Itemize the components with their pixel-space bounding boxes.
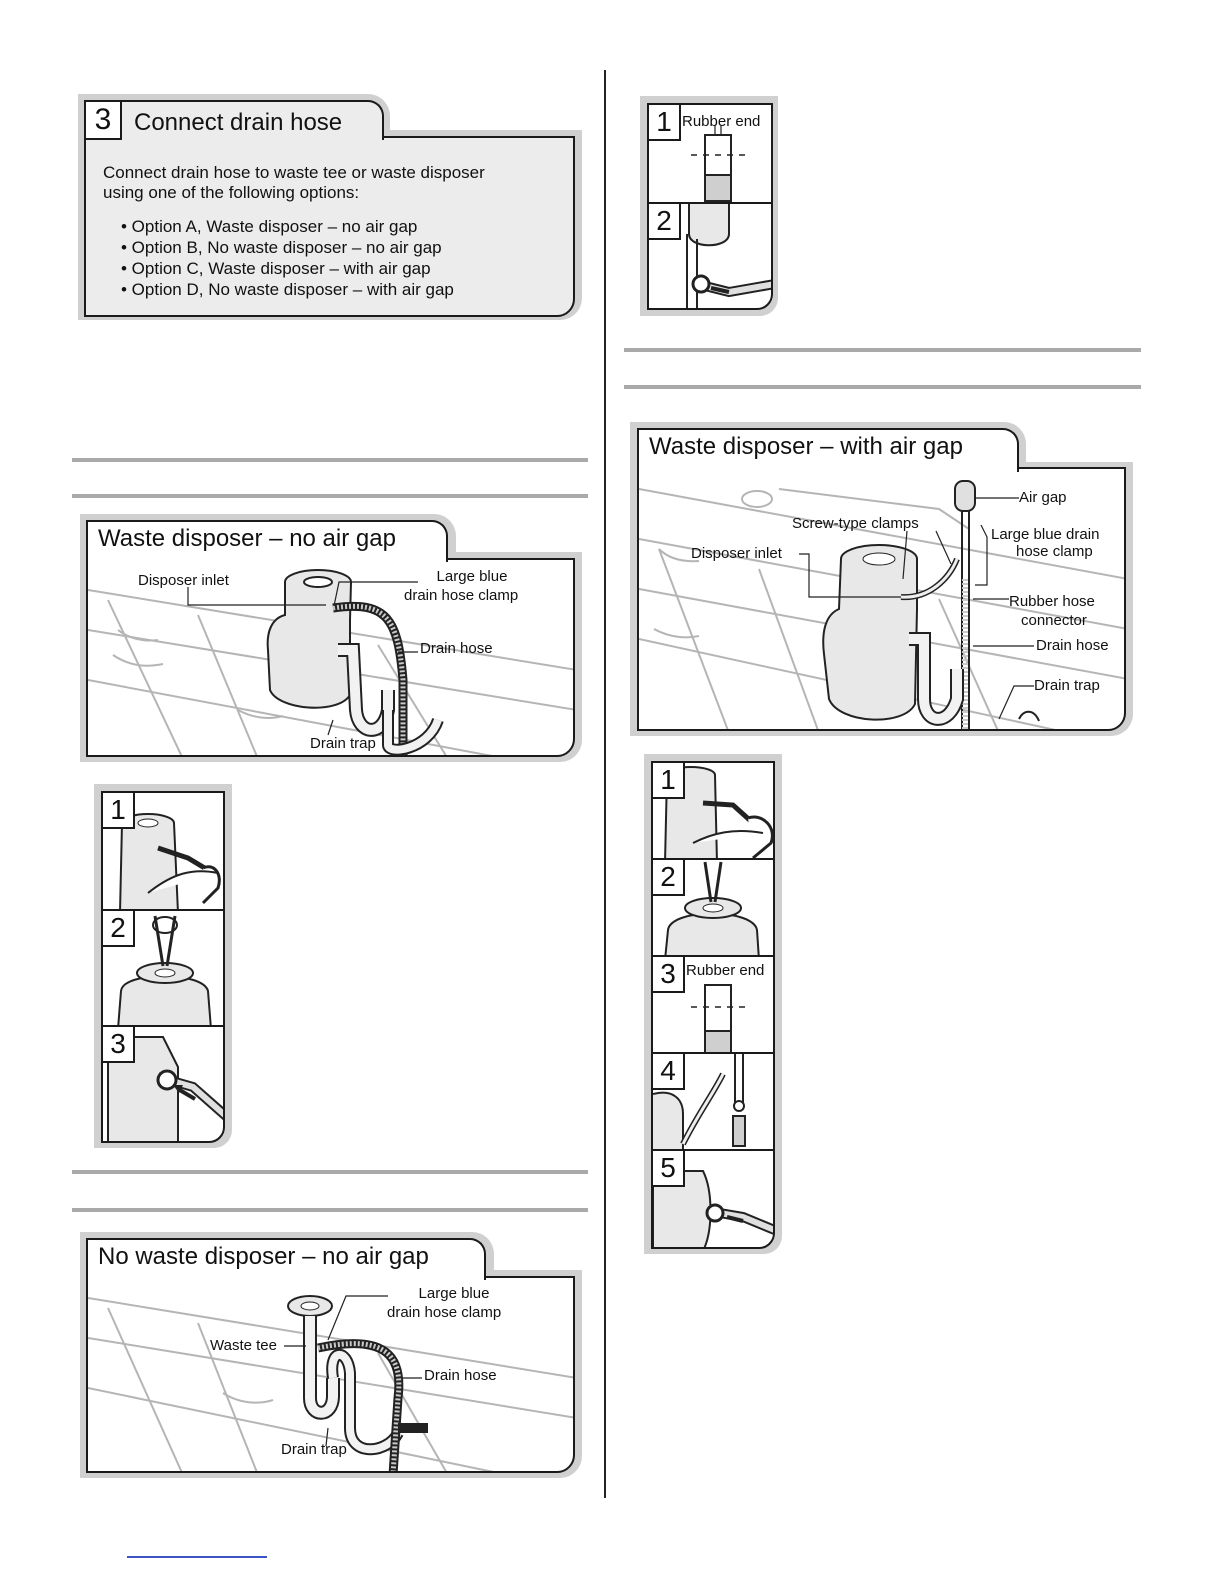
- step-c-3-frame: 3 Rubber end: [651, 955, 775, 1055]
- tee-clamp-drawing: [686, 204, 771, 308]
- step-number: 3: [653, 957, 685, 993]
- column-divider: [604, 70, 606, 1498]
- callout-disposer-inlet: Disposer inlet: [138, 572, 229, 589]
- clamp-hose-drawing: [653, 1170, 773, 1247]
- step-number: 3: [103, 1027, 135, 1063]
- callout-connector-line2: connector: [1021, 612, 1087, 629]
- callout-drain-trap: Drain trap: [310, 735, 376, 752]
- step-a-3-frame: 3: [101, 1025, 225, 1143]
- panel-c-title: Waste disposer – with air gap: [649, 433, 963, 460]
- step-number: 2: [103, 911, 135, 947]
- intro-line-2: using one of the following options:: [103, 183, 360, 202]
- callout-clamp-line1: Large blue: [418, 1285, 490, 1302]
- step-a-2-frame: 2: [101, 909, 225, 1027]
- callout-clamp-line2: hose clamp: [1016, 543, 1093, 560]
- step-a-1-frame: 1: [101, 791, 225, 911]
- panel-a-tab: Waste disposer – no air gap: [86, 520, 448, 562]
- callout-waste-tee: Waste tee: [210, 1337, 277, 1354]
- panel-c-tab: Waste disposer – with air gap: [637, 428, 1019, 472]
- step-number: 3: [84, 100, 122, 140]
- callout-drain-trap: Drain trap: [1034, 677, 1100, 694]
- air-gap-connector-drawing: [653, 1054, 746, 1150]
- rubber-end-label: Rubber end: [682, 113, 761, 130]
- panel-a-title: Waste disposer – no air gap: [98, 525, 396, 552]
- callout-clamp-line1: Large blue drain: [991, 526, 1100, 543]
- step-number: 2: [649, 204, 681, 240]
- wrench-disposer-drawing: [119, 813, 221, 909]
- rubber-end-label: Rubber end: [686, 962, 765, 979]
- pliers-disposer-drawing: [664, 861, 760, 956]
- footer-link-underline[interactable]: [127, 1556, 267, 1558]
- step-c-2-frame: 2: [651, 858, 775, 958]
- divider-rule: [72, 1208, 588, 1212]
- panel-b-tab: No waste disposer – no air gap: [86, 1238, 486, 1280]
- disposer-with-airgap-drawing: [639, 480, 1124, 729]
- step-c-5-frame: 5: [651, 1149, 775, 1249]
- divider-rule: [624, 348, 1141, 352]
- step-number: 1: [649, 105, 681, 141]
- option-b: • Option B, No waste disposer – no air g…: [121, 238, 442, 257]
- callout-clamp-line2: drain hose clamp: [387, 1304, 502, 1321]
- callout-screw-clamps: Screw-type clamps: [792, 515, 919, 532]
- callout-disposer-inlet: Disposer inlet: [691, 545, 782, 562]
- callout-drain-hose: Drain hose: [424, 1367, 497, 1384]
- option-a: • Option A, Waste disposer – no air gap: [121, 217, 418, 236]
- step-c-1-frame: 1: [651, 761, 775, 861]
- callout-connector-line1: Rubber hose: [1009, 593, 1095, 610]
- disposer-no-airgap-drawing: [88, 569, 573, 755]
- divider-rule: [72, 458, 588, 462]
- rubber-end-drawing: [691, 984, 745, 1053]
- no-disposer-no-airgap-drawing: [88, 1295, 573, 1471]
- step-number: 2: [653, 860, 685, 896]
- step3-tab: Connect drain hose: [84, 100, 384, 140]
- panel-c-illustration: Air gap Screw-type clamps Large blue dra…: [637, 467, 1126, 731]
- clamp-hose-drawing: [107, 1036, 223, 1141]
- intro-box: Connect drain hose to waste tee or waste…: [84, 136, 575, 317]
- option-c: • Option C, Waste disposer – with air ga…: [121, 259, 431, 278]
- divider-rule: [624, 385, 1141, 389]
- callout-drain-hose: Drain hose: [420, 640, 493, 657]
- pliers-disposer-drawing: [117, 915, 212, 1025]
- step-number: 5: [653, 1151, 685, 1187]
- callout-air-gap: Air gap: [1019, 489, 1067, 506]
- step-number: 1: [653, 763, 685, 799]
- step-top-1-frame: 1 Rubber end: [647, 103, 773, 205]
- intro-line-1: Connect drain hose to waste tee or waste…: [103, 163, 485, 182]
- callout-drain-hose: Drain hose: [1036, 637, 1109, 654]
- step-number: 1: [103, 793, 135, 829]
- divider-rule: [72, 1170, 588, 1174]
- divider-rule: [72, 494, 588, 498]
- panel-b-illustration: Large blue drain hose clamp Waste tee Dr…: [86, 1276, 575, 1473]
- step-number: 4: [653, 1054, 685, 1090]
- panel-b-title: No waste disposer – no air gap: [98, 1243, 429, 1270]
- rubber-end-drawing: [691, 125, 745, 202]
- step-c-4-frame: 4: [651, 1052, 775, 1152]
- callout-clamp-line1: Large blue: [436, 568, 508, 585]
- callout-drain-trap: Drain trap: [281, 1441, 347, 1458]
- callout-clamp-line2: drain hose clamp: [404, 587, 519, 604]
- step-top-2-frame: 2: [647, 202, 773, 310]
- step3-title: Connect drain hose: [134, 109, 343, 136]
- option-d: • Option D, No waste disposer – with air…: [121, 280, 454, 299]
- panel-a-illustration: Disposer inlet Large blue drain hose cla…: [86, 558, 575, 757]
